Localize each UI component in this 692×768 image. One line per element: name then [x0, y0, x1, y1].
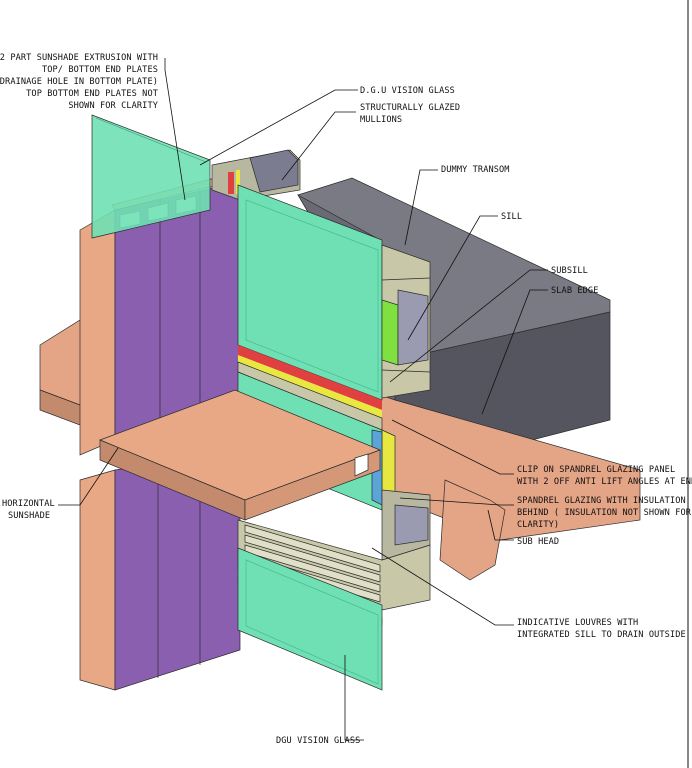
vertical-fin-lower — [79, 449, 241, 691]
label-sunshade-extrusion: 2 PART SUNSHADE EXTRUSION WITH TOP/ BOTT… — [0, 53, 159, 111]
dgu-vision-glass-upper — [91, 114, 211, 239]
label-line: BEHIND ( INSULATION NOT SHOWN FOR — [517, 508, 692, 518]
label-indicative-louvres: INDICATIVE LOUVRES WITH INTEGRATED SILL … — [517, 618, 686, 640]
label-line: TOP/ BOTTOM END PLATES — [42, 65, 158, 75]
label-slab-edge: SLAB EDGE — [551, 286, 598, 296]
label-line: STRUCTURALLY GLAZED — [360, 103, 460, 113]
label-line: TOP BOTTOM END PLATES NOT — [26, 89, 158, 99]
label-line: INTEGRATED SILL TO DRAIN OUTSIDE — [517, 630, 686, 640]
label-structurally-glazed-mullions: STRUCTURALLY GLAZED MULLIONS — [360, 103, 460, 125]
label-line: 2 PART SUNSHADE EXTRUSION WITH — [0, 53, 158, 63]
label-line: CLARITY) — [517, 520, 559, 530]
label-line: CLIP ON SPANDREL GLAZING PANEL — [517, 465, 675, 475]
dgu-vision-glass-lower — [237, 547, 383, 691]
label-line: SPANDREL GLAZING WITH INSULATION — [517, 496, 686, 506]
label-dgu-vision-glass-bottom: DGU VISION GLASS — [276, 736, 360, 746]
horizontal-sunshade — [99, 389, 381, 521]
label-line: SUNSHADE — [8, 511, 50, 521]
label-line: WITH 2 OFF ANTI LIFT ANGLES AT ENDS — [517, 477, 692, 487]
label-sub-head: SUB HEAD — [517, 537, 559, 547]
label-line: HORIZONTAL — [2, 499, 55, 509]
label-line: (DRAINAGE HOLE IN BOTTOM PLATE) — [0, 77, 158, 87]
label-line: SHOWN FOR CLARITY — [68, 101, 158, 111]
label-sill: SILL — [501, 212, 522, 222]
label-dummy-transom: DUMMY TRANSOM — [441, 165, 510, 175]
label-dgu-vision-glass-top: D.G.U VISION GLASS — [360, 86, 455, 96]
label-line: MULLIONS — [360, 115, 402, 125]
dummy-transom — [381, 244, 431, 399]
upper-transom-strip — [237, 345, 383, 431]
label-spandrel-insulation: SPANDREL GLAZING WITH INSULATION BEHIND … — [517, 496, 692, 530]
label-horizontal-sunshade: HORIZONTAL SUNSHADE — [2, 499, 55, 521]
structural-mullion — [211, 149, 301, 201]
label-line: INDICATIVE LOUVRES WITH — [517, 618, 638, 628]
leader-lines — [58, 58, 548, 741]
label-clip-on-spandrel: CLIP ON SPANDREL GLAZING PANEL WITH 2 OF… — [517, 465, 692, 487]
label-subsill: SUBSILL — [551, 266, 588, 276]
